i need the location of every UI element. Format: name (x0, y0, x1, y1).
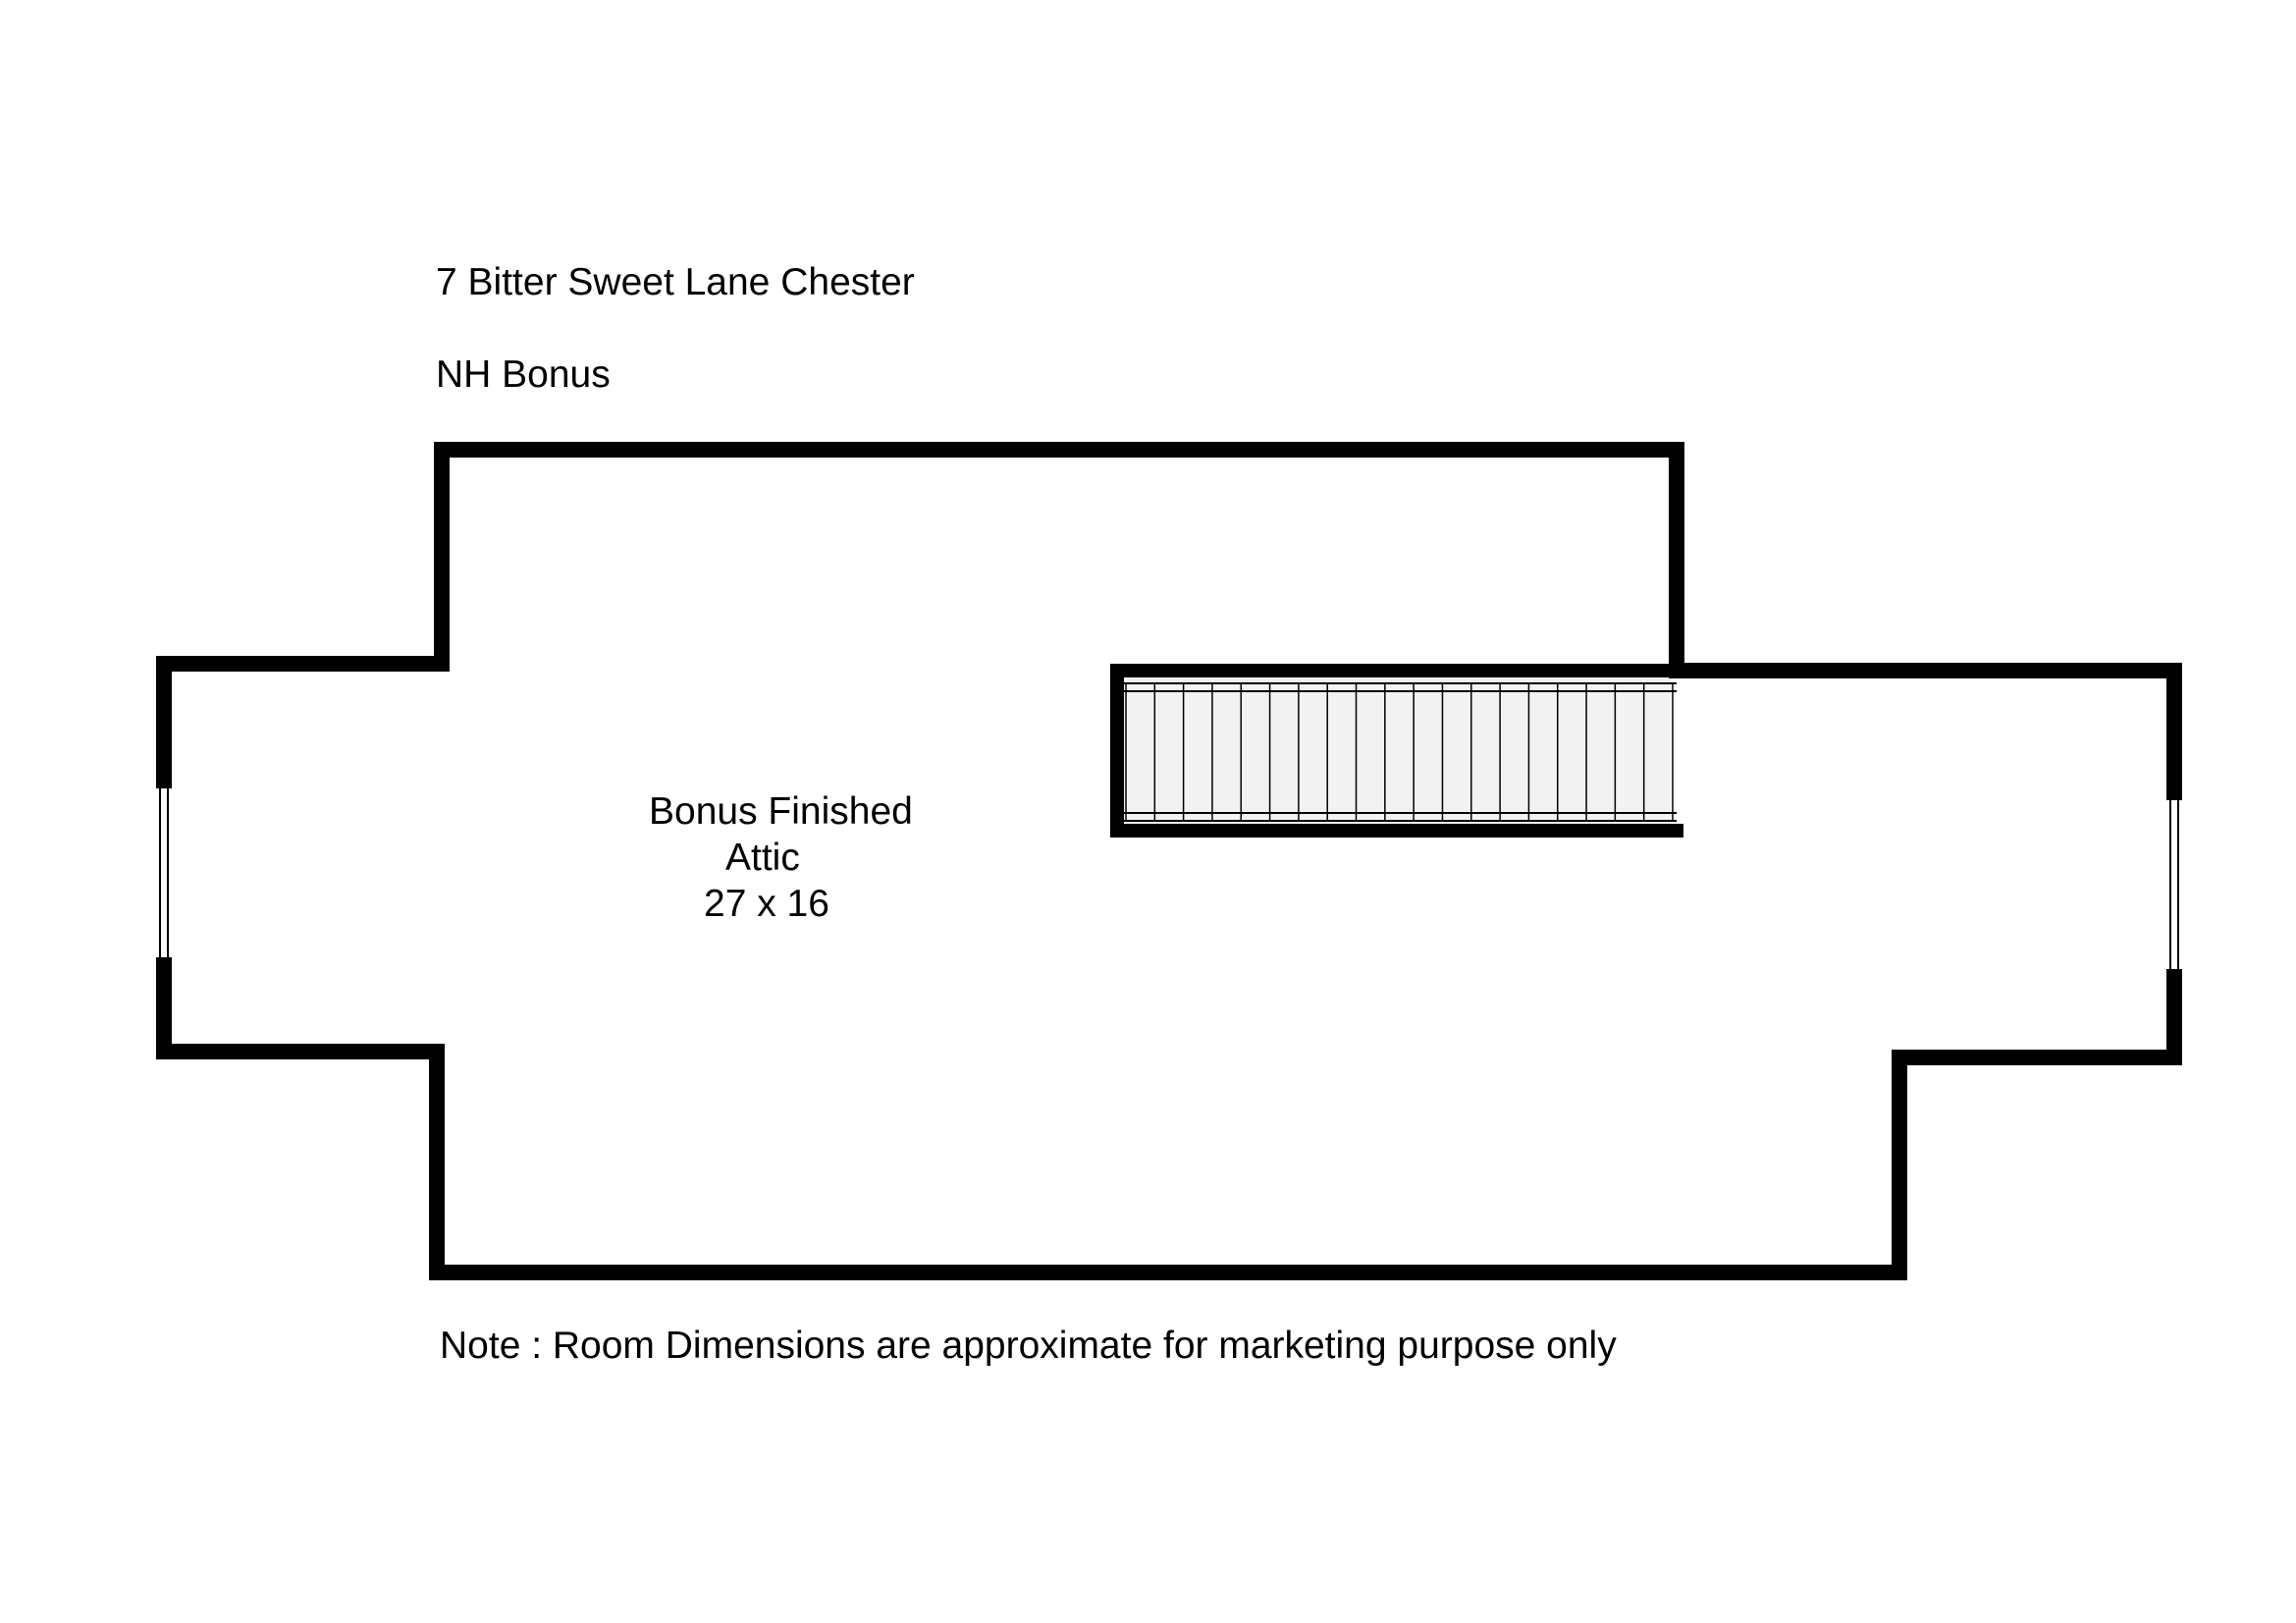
plan-subtitle: NH Bonus (436, 353, 611, 396)
disclaimer-note: Note : Room Dimensions are approximate f… (440, 1325, 1617, 1367)
room-dimensions: 27 x 16 (704, 883, 829, 925)
room-name-line2: Attic (725, 837, 800, 879)
property-address: 7 Bitter Sweet Lane Chester (436, 261, 915, 303)
room-name: Bonus Finished (649, 790, 913, 833)
right-window (2165, 800, 2183, 969)
left-window (155, 788, 173, 957)
stair-treads (1125, 683, 1674, 821)
exterior-wall (156, 442, 2182, 1280)
stair-fill (1121, 678, 1671, 828)
stair-wall (1110, 664, 1683, 838)
staircase (1110, 664, 1683, 838)
